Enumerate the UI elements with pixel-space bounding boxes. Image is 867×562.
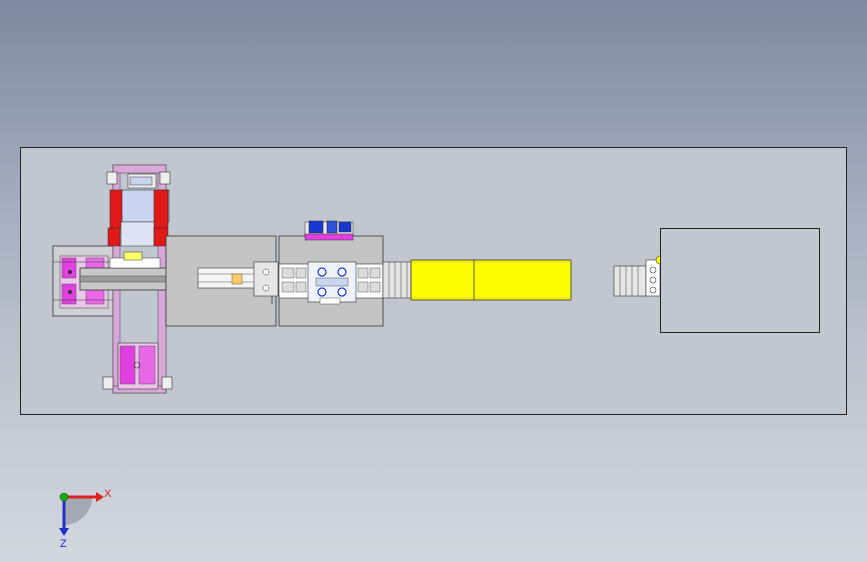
z-arrow-head	[59, 528, 69, 536]
triad-shadow	[64, 497, 92, 525]
roller-conveyor[interactable]	[382, 261, 412, 299]
x-axis-label: X	[104, 488, 112, 500]
outfeed-magazine[interactable]	[117, 342, 159, 390]
x-arrow-head	[96, 492, 104, 502]
press-unit[interactable]	[278, 261, 384, 305]
coordinate-triad[interactable]: X Z	[59, 488, 112, 550]
y-axis-dot	[59, 492, 69, 502]
z-axis-label: Z	[60, 538, 67, 550]
right-station-area	[660, 228, 820, 333]
yellow-belt-conveyor[interactable]	[410, 259, 572, 301]
top-pick-head[interactable]	[107, 173, 170, 247]
pusher-assembly[interactable]	[197, 261, 279, 304]
motor-drive-unit[interactable]	[304, 220, 354, 241]
